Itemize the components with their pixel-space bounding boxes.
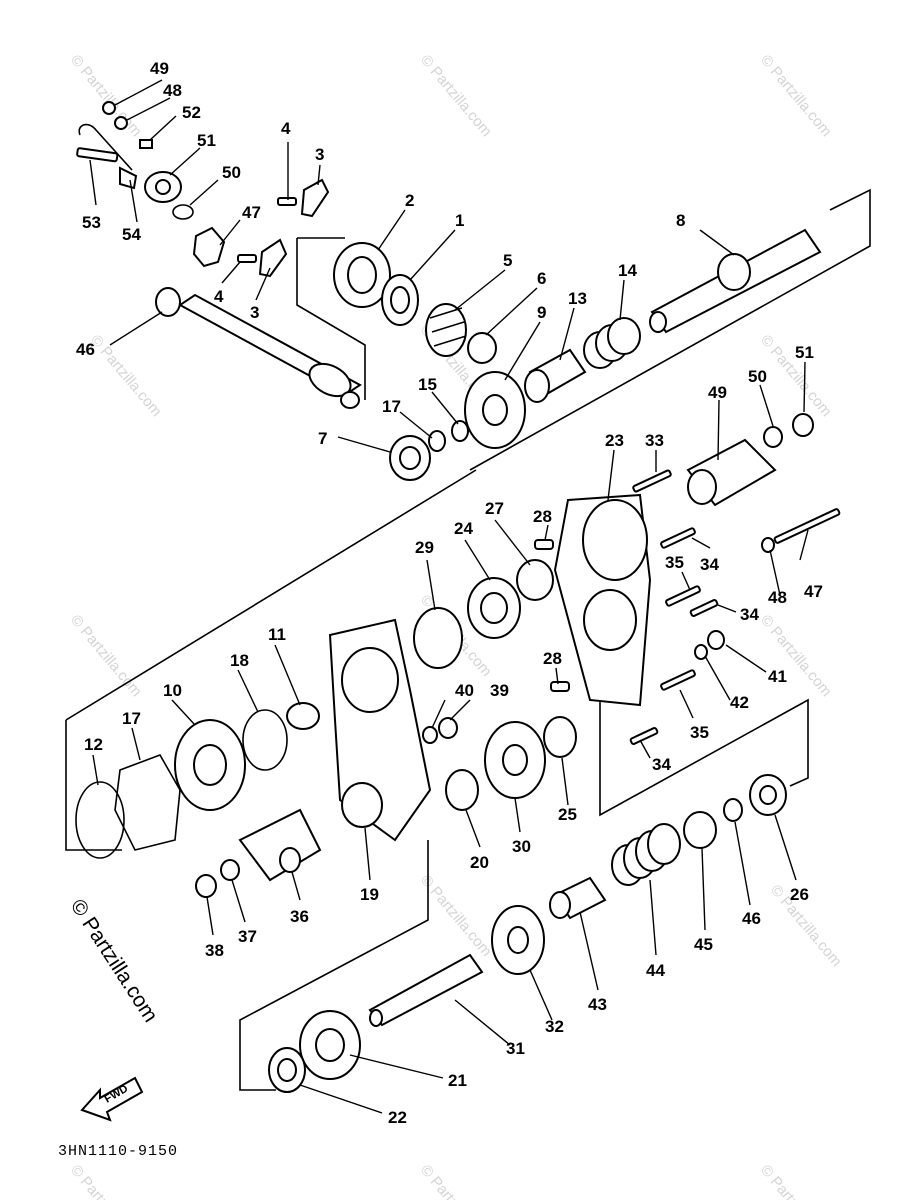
callout-10: 10 <box>163 681 182 700</box>
callout-41: 41 <box>768 667 787 686</box>
callout-2: 2 <box>405 191 414 210</box>
callout-48: 48 <box>768 588 787 607</box>
callout-44: 44 <box>646 961 665 980</box>
callout-13: 13 <box>568 289 587 308</box>
callout-20: 20 <box>470 853 489 872</box>
callout-36: 36 <box>290 907 309 926</box>
callout-55: 49 <box>150 59 169 78</box>
callout-53: 47 <box>242 203 261 222</box>
callout-52: 46 <box>76 340 95 359</box>
callout-4a: 4 <box>281 119 291 138</box>
callout-35b: 35 <box>690 723 709 742</box>
callout-11: 11 <box>268 625 286 644</box>
callout-25: 25 <box>558 805 577 824</box>
callout-27: 27 <box>485 499 504 518</box>
callout-30: 30 <box>512 837 531 856</box>
callout-42: 42 <box>730 693 749 712</box>
callout-35a: 35 <box>665 553 684 572</box>
callout-59: 53 <box>82 213 101 232</box>
middle-assembly <box>75 413 841 898</box>
callout-8: 8 <box>676 211 685 230</box>
callout-21: 21 <box>448 1071 467 1090</box>
lower-assembly <box>268 774 787 1093</box>
upper-shaft-assembly <box>76 101 822 481</box>
callout-49: 49 <box>708 383 727 402</box>
watermark: © Partzilla.com <box>67 612 145 700</box>
copyright-watermark: © Partzilla.com <box>66 895 162 1026</box>
callout-16: 17 <box>382 397 401 416</box>
callout-51: 51 <box>795 343 814 362</box>
callout-54: 48 <box>163 81 182 100</box>
callout-37: 37 <box>238 927 257 946</box>
watermark: © Partzilla.com <box>757 612 835 700</box>
callout-29: 29 <box>415 538 434 557</box>
callout-38: 38 <box>205 941 224 960</box>
callout-56: 50 <box>222 163 241 182</box>
watermark: © Partzilla.com <box>757 52 835 140</box>
callout-3b: 3 <box>250 303 259 322</box>
callout-40: 40 <box>455 681 474 700</box>
fwd-arrow: FWD <box>80 1076 144 1122</box>
watermark: © Partzilla.com <box>87 332 165 420</box>
callout-6: 6 <box>537 269 546 288</box>
callout-19: 19 <box>360 885 379 904</box>
callout-33: 33 <box>645 431 664 450</box>
part-code: 3HN1110-9150 <box>58 1143 178 1160</box>
callout-31: 31 <box>506 1039 525 1058</box>
callout-58: 52 <box>182 103 201 122</box>
callout-3a: 3 <box>315 145 324 164</box>
callout-60: 54 <box>122 225 141 244</box>
callout-47: 47 <box>804 582 823 601</box>
callout-32: 32 <box>545 1017 564 1036</box>
callout-1: 1 <box>455 211 464 230</box>
callout-labels-lower: 10 11 12 17 18 19 20 21 22 23 24 25 26 27 29 30 31 32 33 36… <box>84 343 823 1127</box>
watermark: © Partzilla.com <box>67 1162 145 1200</box>
callout-34a: 34 <box>700 555 719 574</box>
callout-12: 12 <box>84 735 103 754</box>
callout-46: 46 <box>742 909 761 928</box>
callout-4b: 4 <box>214 287 224 306</box>
callout-5: 5 <box>503 251 512 270</box>
callout-23: 23 <box>605 431 624 450</box>
leader-lines <box>89 79 809 1114</box>
watermark: © Partzilla.com <box>757 1162 835 1200</box>
callout-34c: 34 <box>652 755 671 774</box>
callout-26: 26 <box>790 885 809 904</box>
callout-43: 43 <box>588 995 607 1014</box>
callout-15: 15 <box>418 375 437 394</box>
callout-24: 24 <box>454 519 473 538</box>
callout-labels: 59 49 48 52 51 50 53 54 47 46 4 3 4 3 2 … <box>76 59 685 448</box>
callout-57: 51 <box>197 131 216 150</box>
callout-9: 9 <box>537 303 546 322</box>
callout-7: 7 <box>318 429 327 448</box>
callout-39: 39 <box>490 681 509 700</box>
callout-28a: 28 <box>533 507 552 526</box>
callout-14: 14 <box>618 261 637 280</box>
assembly-frames <box>65 188 871 1091</box>
callout-45: 45 <box>694 935 713 954</box>
watermark: © Partzilla.com <box>417 1162 495 1200</box>
callout-22: 22 <box>388 1108 407 1127</box>
callout-18: 18 <box>230 651 249 670</box>
callout-17: 17 <box>122 709 141 728</box>
callout-34b: 34 <box>740 605 759 624</box>
callout-28b: 28 <box>543 649 562 668</box>
callout-50: 50 <box>748 367 767 386</box>
watermark: © Partzilla.com <box>417 52 495 140</box>
